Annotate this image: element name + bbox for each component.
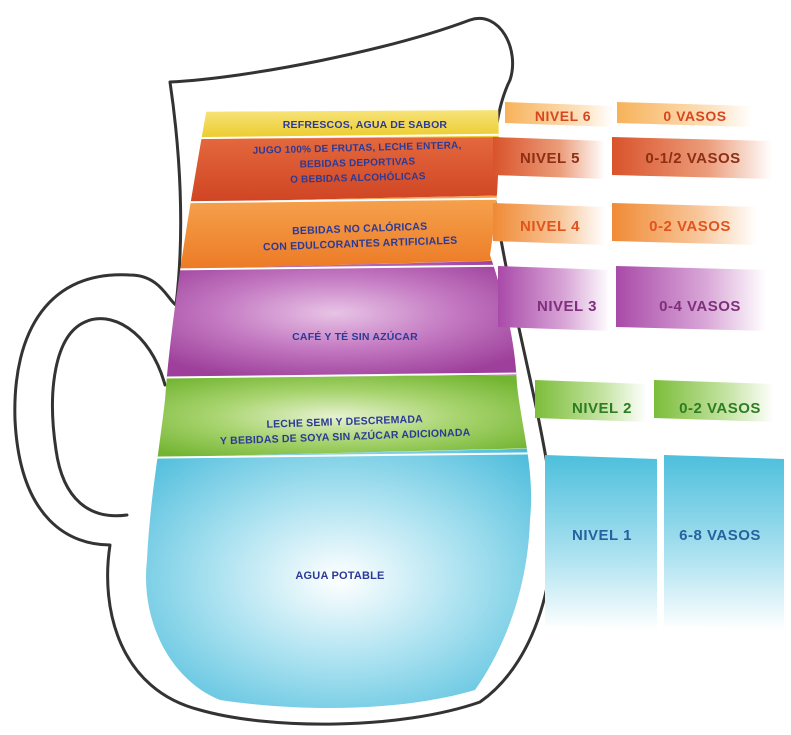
band-separator — [145, 372, 532, 379]
band-label-level-1: AGUA POTABLE — [190, 570, 490, 584]
level-3-label: NIVEL 3 — [537, 298, 597, 315]
glasses-tag-2 — [654, 380, 774, 422]
level-4-label: NIVEL 4 — [520, 218, 580, 235]
level-3-glasses: 0-4 VASOS — [659, 298, 741, 315]
band-separator — [145, 197, 532, 204]
band-level-4 — [150, 195, 520, 270]
band-separator — [145, 264, 532, 271]
band-label-level-5: JUGO 100% DE FRUTAS, LECHE ENTERA, BEBID… — [224, 138, 490, 190]
glasses-tag-5 — [612, 137, 772, 179]
level-2-glasses: 0-2 VASOS — [679, 400, 761, 417]
band-line: AGUA POTABLE — [295, 570, 385, 582]
level-tag-3 — [498, 266, 610, 331]
band-line: CAFÉ Y TÉ SIN AZÚCAR — [292, 331, 418, 343]
level-4-glasses: 0-2 VASOS — [649, 218, 731, 235]
level-tag-6 — [505, 102, 613, 127]
level-5-label: NIVEL 5 — [520, 150, 580, 167]
level-2-label: NIVEL 2 — [572, 400, 632, 417]
band-label-level-3: CAFÉ Y TÉ SIN AZÚCAR — [220, 331, 490, 344]
level-tag-2 — [535, 380, 647, 422]
glasses-tag-1 — [664, 455, 784, 630]
level-6-glasses: 0 VASOS — [663, 108, 727, 124]
level-6-label: NIVEL 6 — [534, 108, 592, 124]
level-1-label: NIVEL 1 — [572, 527, 632, 544]
level-tags — [493, 102, 784, 630]
band-level-1 — [145, 448, 532, 709]
band-level-2 — [145, 375, 532, 458]
pitcher-bands — [145, 110, 532, 709]
band-level-5 — [150, 137, 520, 203]
level-1-glasses: 6-8 VASOS — [679, 527, 761, 544]
level-tag-4 — [493, 203, 605, 245]
level-tag-5 — [493, 137, 605, 179]
glasses-tag-6 — [617, 102, 752, 127]
glasses-tag-3 — [616, 266, 766, 331]
level-5-glasses: 0-1/2 VASOS — [645, 150, 741, 167]
band-label-level-6: REFRESCOS, AGUA DE SABOR — [250, 119, 480, 132]
glasses-tag-4 — [612, 203, 757, 245]
level-tag-1 — [545, 455, 657, 630]
band-separator — [145, 452, 532, 459]
band-level-6 — [150, 110, 520, 139]
band-line: REFRESCOS, AGUA DE SABOR — [282, 119, 448, 131]
band-level-3 — [145, 260, 530, 378]
